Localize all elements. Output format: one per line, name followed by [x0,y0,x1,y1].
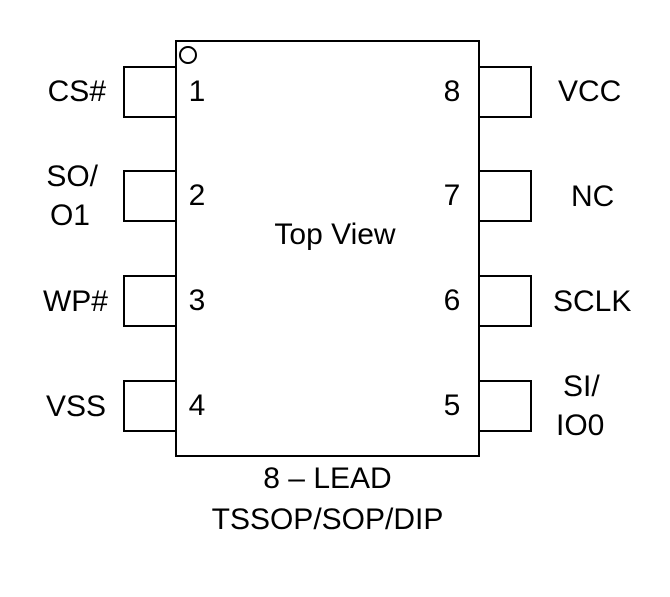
pin-5-label-line2: IO0 [556,409,605,442]
pin-4-lead [123,380,175,432]
pin-2-label-line2: O1 [49,199,90,232]
pin-6-lead [480,275,532,327]
pin-8-lead [480,66,532,118]
package-label-line2: TSSOP/SOP/DIP [211,503,444,536]
pin-1-lead [123,66,175,118]
package-label-line1: 8 – LEAD [263,462,392,495]
pin-3-label: WP# [42,285,108,318]
top-view-label: Top View [274,218,396,251]
pin-4-number: 4 [188,389,206,422]
chip-body [175,40,480,457]
pin-8-label: VCC [558,75,622,108]
pin-2-number: 2 [188,179,206,212]
pin-3-lead [123,275,175,327]
pin-6-label: SCLK [553,285,632,318]
pin-5-lead [480,380,532,432]
pin-6-number: 6 [443,284,461,317]
pin-1-label: CS# [47,75,106,108]
pin-3-number: 3 [188,284,206,317]
pin-4-label: VSS [45,390,106,423]
pin1-indicator-circle [179,46,197,64]
pin-7-lead [480,170,532,222]
pin-8-number: 8 [443,75,461,108]
pin-7-label: NC [571,180,615,213]
pin-2-lead [123,170,175,222]
pin-7-number: 7 [443,179,461,212]
pin-2-label-line1: SO/ [46,160,98,193]
pin-1-number: 1 [188,75,206,108]
pin-5-number: 5 [443,389,461,422]
pin-5-label-line1: SI/ [563,370,600,403]
